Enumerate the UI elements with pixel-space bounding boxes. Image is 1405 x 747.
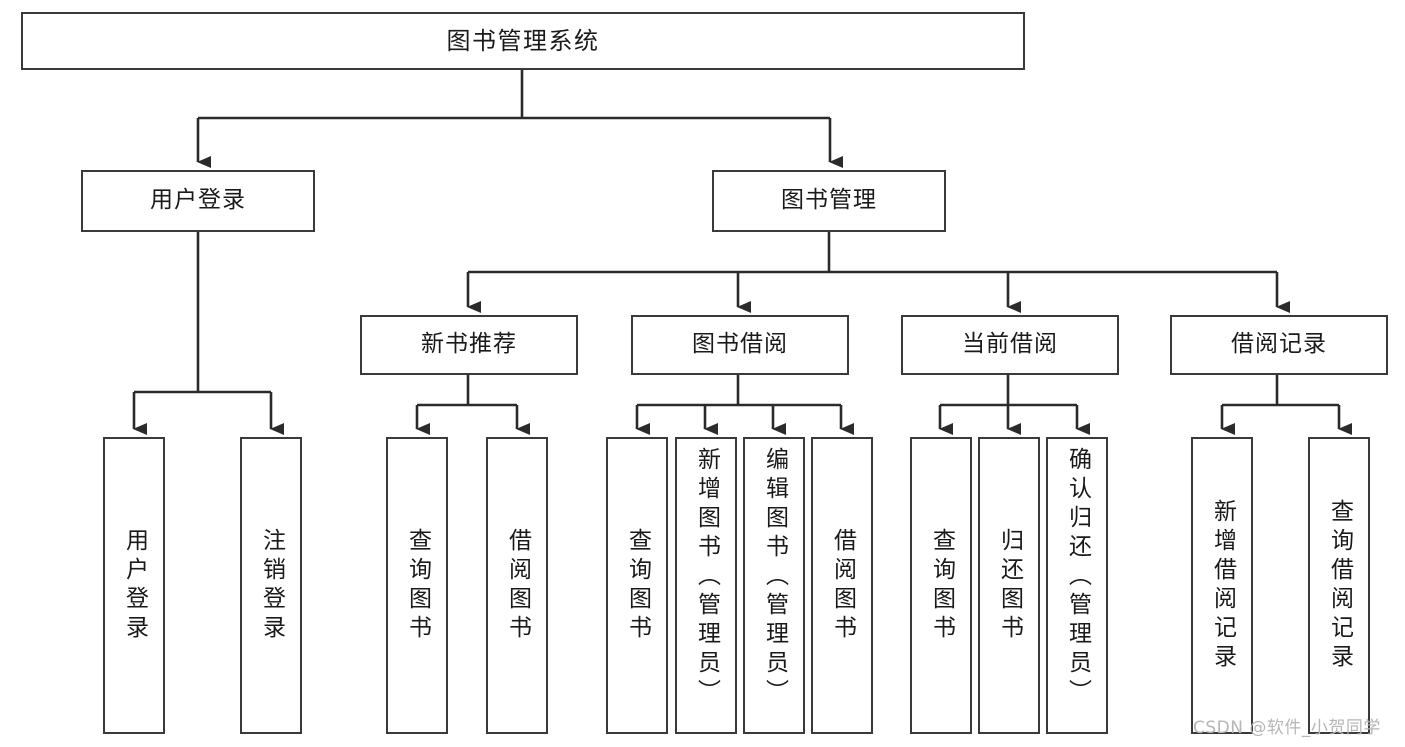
- node-root-book-management-system[interactable]: 图书管理系统: [21, 12, 1025, 70]
- node-label: 新增图书（管理员）: [693, 447, 720, 708]
- node-leaf-new-book-query[interactable]: 查询图书: [386, 437, 448, 734]
- node-label: 图书管理系统: [446, 26, 600, 55]
- node-label: 借阅记录: [1231, 331, 1327, 358]
- node-label: 新增借阅记录: [1209, 498, 1236, 673]
- node-leaf-borrow-record-query[interactable]: 查询借阅记录: [1308, 437, 1370, 734]
- node-label: 查询图书: [624, 527, 651, 644]
- node-leaf-current-borrow-return[interactable]: 归还图书: [978, 437, 1040, 734]
- node-label: 当前借阅: [962, 331, 1058, 358]
- node-leaf-current-borrow-confirm[interactable]: 确认归还（管理员）: [1046, 437, 1108, 734]
- node-label: 用户登录: [150, 187, 246, 214]
- node-label: 归还图书: [996, 527, 1023, 644]
- node-label: 查询借阅记录: [1326, 498, 1353, 673]
- node-current-borrow[interactable]: 当前借阅: [901, 315, 1119, 375]
- node-label: 图书管理: [781, 187, 877, 214]
- node-label: 查询图书: [928, 527, 955, 644]
- node-label: 编辑图书（管理员）: [761, 447, 788, 708]
- node-leaf-borrow-record-add[interactable]: 新增借阅记录: [1191, 437, 1253, 734]
- node-label: 查询图书: [404, 527, 431, 644]
- node-borrow-record[interactable]: 借阅记录: [1170, 315, 1388, 375]
- node-leaf-book-borrow-query[interactable]: 查询图书: [606, 437, 668, 734]
- node-leaf-user-login-login[interactable]: 用户登录: [103, 437, 165, 734]
- node-leaf-book-borrow-edit[interactable]: 编辑图书（管理员）: [743, 437, 805, 734]
- node-user-login[interactable]: 用户登录: [81, 170, 315, 232]
- node-label: 注销登录: [258, 527, 285, 644]
- node-leaf-current-borrow-query[interactable]: 查询图书: [910, 437, 972, 734]
- node-book-borrow[interactable]: 图书借阅: [631, 315, 849, 375]
- node-label: 借阅图书: [829, 527, 856, 644]
- node-label: 借阅图书: [504, 527, 531, 644]
- node-leaf-new-book-borrow[interactable]: 借阅图书: [486, 437, 548, 734]
- node-leaf-book-borrow-borrow[interactable]: 借阅图书: [811, 437, 873, 734]
- node-leaf-user-login-logout[interactable]: 注销登录: [240, 437, 302, 734]
- node-leaf-book-borrow-add[interactable]: 新增图书（管理员）: [675, 437, 737, 734]
- node-label: 用户登录: [121, 527, 148, 644]
- node-book-management[interactable]: 图书管理: [712, 170, 946, 232]
- node-label: 图书借阅: [692, 331, 788, 358]
- node-label: 确认归还（管理员）: [1064, 447, 1091, 708]
- node-label: 新书推荐: [421, 331, 517, 358]
- node-new-book-recommend[interactable]: 新书推荐: [360, 315, 578, 375]
